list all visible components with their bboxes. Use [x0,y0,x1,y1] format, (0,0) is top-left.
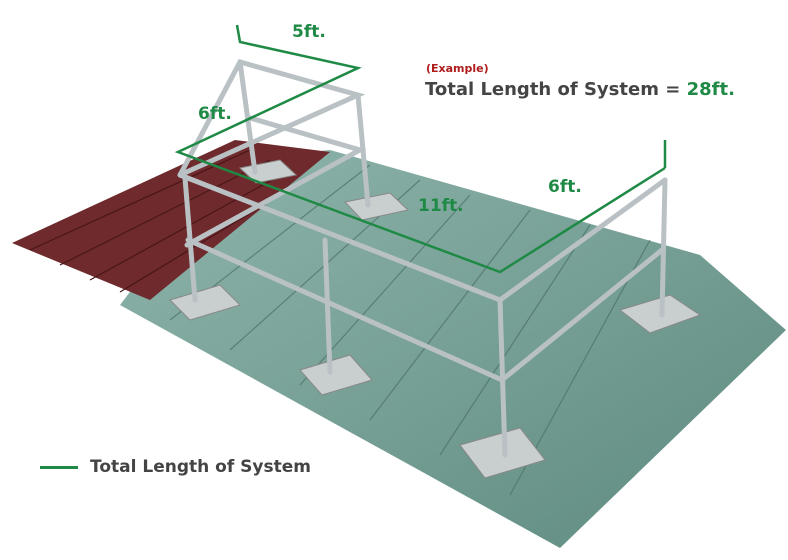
example-label: (Example) [426,62,489,75]
measure-right: 6ft. [548,177,582,197]
legend: Total Length of System [40,457,311,477]
total-prefix: Total Length of System = [425,79,681,100]
legend-label: Total Length of System [90,457,311,477]
total-length: Total Length of System = 28ft. [425,79,735,100]
measure-top: 5ft. [292,22,326,42]
measurement-lines [174,24,667,274]
measure-front: 11ft. [418,196,464,216]
measure-left: 6ft. [198,104,232,124]
green-roof [120,150,786,548]
total-value: 28ft. [686,79,735,100]
guardrail [177,59,668,458]
base-plates [169,159,702,479]
legend-line-swatch [40,465,78,469]
